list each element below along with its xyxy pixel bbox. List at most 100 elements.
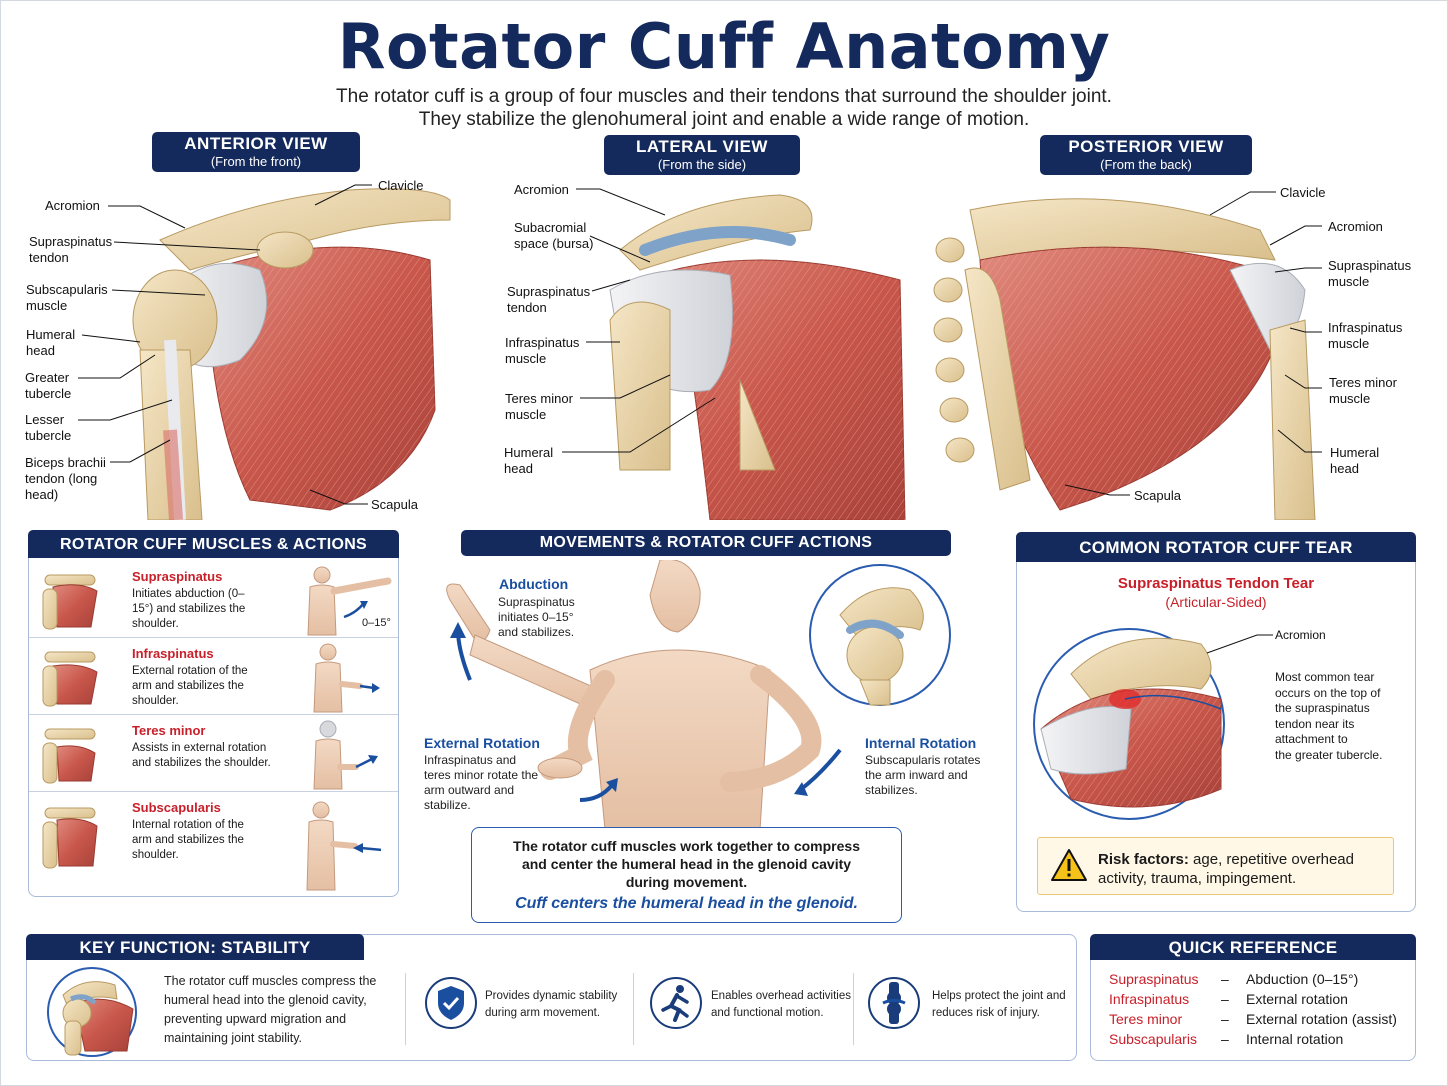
label-supraspinatus-muscle-posterior: Supraspinatus muscle	[1328, 258, 1412, 289]
muscle-row-supraspinatus: Supraspinatus Initiates abduction (0–15°…	[29, 561, 398, 638]
label-teres-minor-muscle-posterior: Teres minor muscle	[1329, 375, 1397, 406]
key-item-1-line-1: Provides dynamic stability	[485, 990, 618, 1002]
key-function-main-line-3: preventing upward migration and	[164, 1012, 347, 1026]
muscles-actions-panel: ROTATOR CUFF MUSCLES & ACTIONS Supraspin…	[28, 530, 399, 897]
tear-desc-line-6: the greater tubercle.	[1275, 747, 1383, 762]
risk-factors-text: Risk factors: age, repetitive overhead a…	[1098, 850, 1354, 888]
qr-dash-2: –	[1221, 991, 1229, 1007]
label-humeral-head-lateral: Humeral head	[504, 445, 554, 476]
lateral-view-banner: LATERAL VIEW (From the side)	[604, 135, 800, 175]
anterior-view-title: ANTERIOR VIEW	[184, 134, 328, 153]
intro-line-2: They stabilize the glenohumeral joint an…	[418, 109, 1030, 130]
label-clavicle-anterior: Clavicle	[378, 178, 424, 193]
key-function-main-line-1: The rotator cuff muscles compress the	[164, 974, 377, 988]
label-biceps-tendon-anterior: Biceps brachii tendon (long head)	[25, 455, 106, 502]
stability-callout: The rotator cuff muscles work together t…	[471, 827, 902, 923]
label-scapula-anterior: Scapula	[371, 497, 418, 512]
tear-desc-line-2: occurs on the top of	[1275, 685, 1381, 700]
label-teres-minor-muscle-lateral: Teres minor muscle	[505, 391, 573, 422]
key-item-2-line-1: Enables overhead activities	[711, 990, 851, 1002]
label-infraspinatus-muscle-lateral: Infraspinatus muscle	[505, 335, 580, 366]
callout-emphasis: Cuff centers the humeral head in the gle…	[515, 895, 858, 912]
internal-rotation-heading: Internal Rotation	[865, 735, 977, 751]
supraspinatus-thumbnail	[42, 574, 98, 630]
muscle-name-subscapularis: Subscapularis	[132, 800, 221, 815]
posterior-view-title: POSTERIOR VIEW	[1068, 137, 1224, 156]
tear-desc-line-4: tendon near its	[1275, 716, 1355, 731]
muscle-desc-teres-minor: Assists in external rotation and stabili…	[132, 742, 271, 769]
qr-muscle-2: Infraspinatus	[1109, 991, 1190, 1007]
muscle-name-supraspinatus: Supraspinatus	[132, 569, 223, 584]
key-item-3-line-1: Helps protect the joint and	[932, 990, 1066, 1002]
key-item-3-text: Helps protect the joint and reduces risk…	[932, 988, 1066, 1022]
lateral-view-subtitle: (From the side)	[657, 157, 747, 172]
posterior-leader-lines	[1064, 191, 1322, 496]
muscle-name-teres-minor: Teres minor	[132, 723, 206, 738]
tear-closeup-illustration	[1033, 628, 1225, 820]
intro-line-1: The rotator cuff is a group of four musc…	[336, 86, 1112, 107]
tear-desc-line-5: attachment to	[1275, 732, 1348, 746]
label-humeral-head-anterior: Humeral head	[26, 327, 76, 358]
label-infraspinatus-muscle-posterior: Infraspinatus muscle	[1328, 320, 1403, 351]
page-title: Rotator Cuff Anatomy	[337, 10, 1111, 83]
key-function-main-line-2: humeral head into the glenoid cavity,	[164, 993, 367, 1007]
qr-muscle-1: Supraspinatus	[1109, 971, 1199, 987]
qr-action-2: External rotation	[1246, 991, 1348, 1007]
callout-line-2: and center the humeral head in the gleno…	[521, 856, 852, 872]
muscle-row-subscapularis: Subscapularis Internal rotation of the a…	[29, 792, 398, 891]
label-subacromial-space-lateral: Subacromial space (bursa)	[514, 220, 594, 251]
muscle-row-infraspinatus: Infraspinatus External rotation of the a…	[29, 638, 398, 715]
infraspinatus-thumbnail	[42, 651, 98, 707]
key-item-2-text: Enables overhead activities and function…	[711, 988, 851, 1022]
label-humeral-head-posterior: Humeral head	[1330, 445, 1380, 476]
risk-factors-text-2: activity, trauma, impingement.	[1098, 870, 1297, 887]
risk-factors-text-1: age, repetitive overhead	[1188, 851, 1354, 868]
qr-dash-1: –	[1221, 971, 1229, 987]
external-rotation-heading: External Rotation	[424, 735, 540, 751]
anterior-leader-lines	[78, 184, 372, 505]
label-acromion-posterior: Acromion	[1328, 219, 1383, 234]
key-item-1-text: Provides dynamic stability during arm mo…	[485, 988, 617, 1022]
callout-line-3: during movement.	[625, 874, 748, 890]
tear-acromion-label: Acromion	[1275, 628, 1326, 642]
running-person-icon	[650, 977, 702, 1029]
abduction-desc: Supraspinatus initiates 0–15° and stabil…	[498, 595, 575, 639]
key-item-2-line-2: and functional motion.	[711, 1007, 824, 1019]
label-subscapularis-muscle-anterior: Subscapularis muscle	[26, 282, 108, 313]
tear-acromion-leader	[1206, 634, 1273, 654]
muscle-row-teres-minor: Teres minor Assists in external rotation…	[29, 715, 398, 792]
label-clavicle-posterior: Clavicle	[1280, 185, 1326, 200]
tear-desc-line-3: the supraspinatus	[1275, 701, 1370, 715]
divider-3	[853, 973, 854, 1045]
muscle-desc-supraspinatus: Initiates abduction (0–15°) and stabiliz…	[132, 588, 246, 630]
key-function-panel: KEY FUNCTION: STABILITY The rotator cuff…	[26, 934, 1077, 1061]
tear-subtitle-1: Supraspinatus Tendon Tear	[1117, 575, 1315, 592]
anterior-view-banner: ANTERIOR VIEW (From the front)	[152, 132, 360, 172]
internal-rotation-figure-icon	[306, 801, 381, 891]
label-acromion-anterior: Acromion	[45, 198, 100, 213]
subscapularis-thumbnail	[42, 807, 98, 869]
posterior-shoulder-illustration	[930, 180, 1320, 520]
lateral-view-title: LATERAL VIEW	[636, 137, 768, 156]
tear-desc-line-1: Most common tear	[1275, 670, 1375, 684]
key-item-3-line-2: reduces risk of injury.	[932, 1007, 1040, 1019]
teres-minor-thumbnail	[42, 728, 96, 784]
warning-icon	[1051, 849, 1087, 881]
label-lesser-tubercle-anterior: Lesser tubercle	[25, 412, 72, 443]
abduction-heading: Abduction	[499, 576, 569, 592]
quick-reference-title: QUICK REFERENCE	[1090, 934, 1416, 960]
key-function-main-text: The rotator cuff muscles compress the hu…	[164, 972, 376, 1048]
external-rotation-figure-icon	[313, 643, 380, 713]
divider-2	[633, 973, 634, 1045]
tear-description: Most common tear occurs on the top of th…	[1275, 670, 1382, 763]
stability-shoulder-icon	[47, 967, 137, 1057]
key-function-main-line-4: maintaining joint stability.	[164, 1031, 303, 1045]
shield-check-icon	[425, 977, 477, 1029]
quick-reference-panel: QUICK REFERENCE Supraspinatus – Abductio…	[1090, 934, 1416, 1061]
risk-factors-box: Risk factors: age, repetitive overhead a…	[1037, 837, 1394, 895]
common-tear-panel: COMMON ROTATOR CUFF TEAR Supraspinatus T…	[1016, 532, 1416, 912]
label-acromion-lateral: Acromion	[514, 182, 569, 197]
qr-dash-4: –	[1221, 1031, 1229, 1047]
qr-action-1: Abduction (0–15°)	[1246, 971, 1359, 987]
muscles-actions-title: ROTATOR CUFF MUSCLES & ACTIONS	[28, 530, 399, 558]
